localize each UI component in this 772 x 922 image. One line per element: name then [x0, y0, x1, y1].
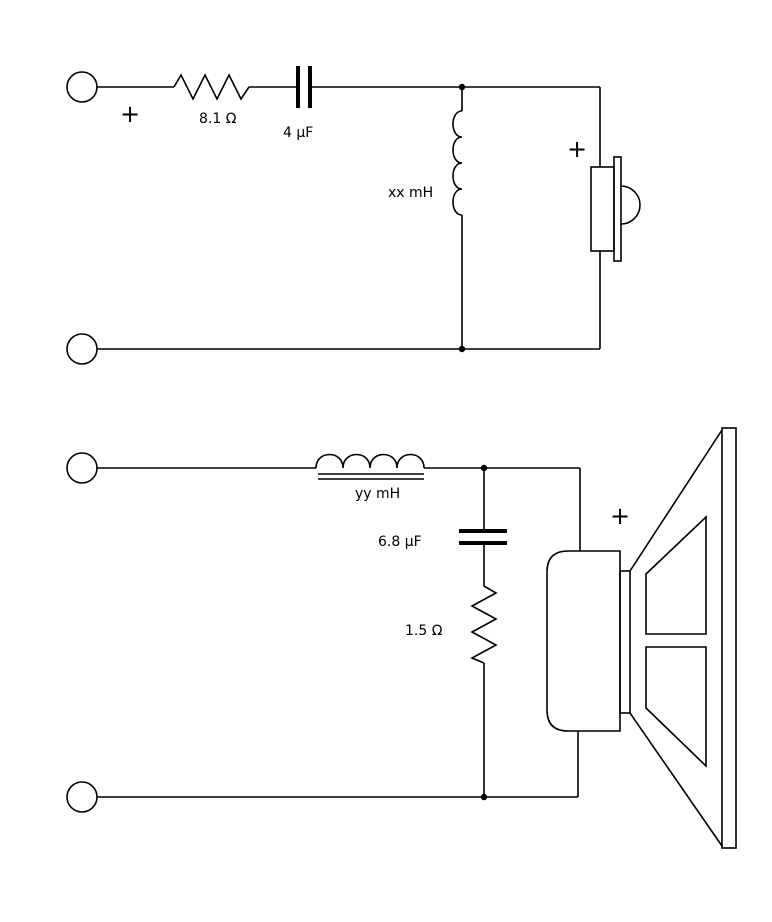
tweeter-input-terminal-positive: [66, 71, 98, 103]
series-inductor-symbol: [315, 453, 425, 469]
tweeter-dome: [620, 185, 641, 225]
tweeter-faceplate: [613, 156, 622, 262]
woofer-polarity-label: +: [610, 502, 630, 530]
zobel-capacitor-label: 6.8 μF: [378, 534, 422, 550]
woofer-pole-plate: [619, 570, 631, 714]
tweeter-input-polarity-label: +: [120, 100, 140, 128]
woofer-cone-window-top: [645, 515, 707, 635]
woofer-driver: [546, 427, 737, 849]
woofer-cone-edge-top: [629, 429, 723, 572]
series-capacitor-label: 4 μF: [283, 125, 313, 141]
woofer-input-terminal-positive: [66, 452, 98, 484]
series-resistor-label: 8.1 Ω: [199, 111, 237, 127]
woofer-cone-edge-bottom: [629, 712, 723, 847]
tweeter-input-terminal-negative: [66, 333, 98, 365]
woofer-cone-window-bottom: [645, 646, 707, 768]
shunt-inductor-label: xx mH: [388, 185, 433, 201]
series-inductor-label: yy mH: [355, 486, 400, 502]
series-resistor-symbol: [173, 73, 250, 101]
woofer-magnet: [546, 550, 621, 732]
zobel-resistor-label: 1.5 Ω: [405, 623, 443, 639]
tweeter-circuit: + 8.1 Ω 4 μF xx mH +: [66, 66, 641, 365]
woofer-input-terminal-negative: [66, 781, 98, 813]
zobel-resistor-symbol: [470, 585, 498, 664]
woofer-circuit: yy mH 6.8 μF 1.5 Ω +: [66, 427, 737, 849]
tweeter-polarity-label: +: [567, 135, 587, 163]
shunt-inductor-symbol: [452, 110, 463, 216]
tweeter-driver: [590, 156, 641, 262]
woofer-frame: [721, 427, 737, 849]
tweeter-body: [590, 166, 615, 252]
